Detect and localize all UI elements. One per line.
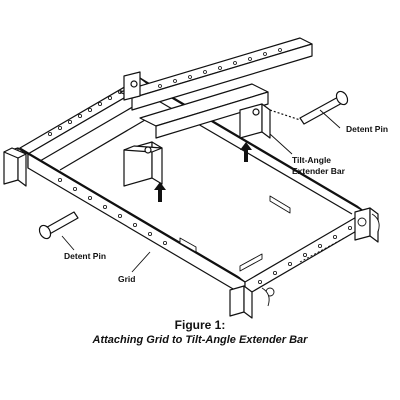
figure-caption: Attaching Grid to Tilt-Angle Extender Ba… — [92, 334, 308, 346]
extender-brackets — [123, 71, 271, 187]
latch-details — [261, 213, 380, 307]
rail-slots — [179, 195, 291, 272]
leader-lines — [61, 109, 341, 273]
label-extender-bar-1: Tilt-Angle — [292, 155, 331, 165]
label-extender-bar-2: Extender Bar — [292, 166, 346, 176]
detent-pin-right — [269, 90, 349, 125]
rail-holes — [48, 90, 352, 284]
detent-pin-left — [38, 211, 79, 240]
figure-title: Figure 1: — [174, 318, 226, 332]
extender-bar — [119, 37, 313, 139]
label-grid: Grid — [118, 274, 135, 284]
label-detent-pin-right: Detent Pin — [346, 124, 388, 134]
up-arrows — [154, 142, 252, 202]
label-detent-pin-left: Detent Pin — [64, 251, 106, 261]
